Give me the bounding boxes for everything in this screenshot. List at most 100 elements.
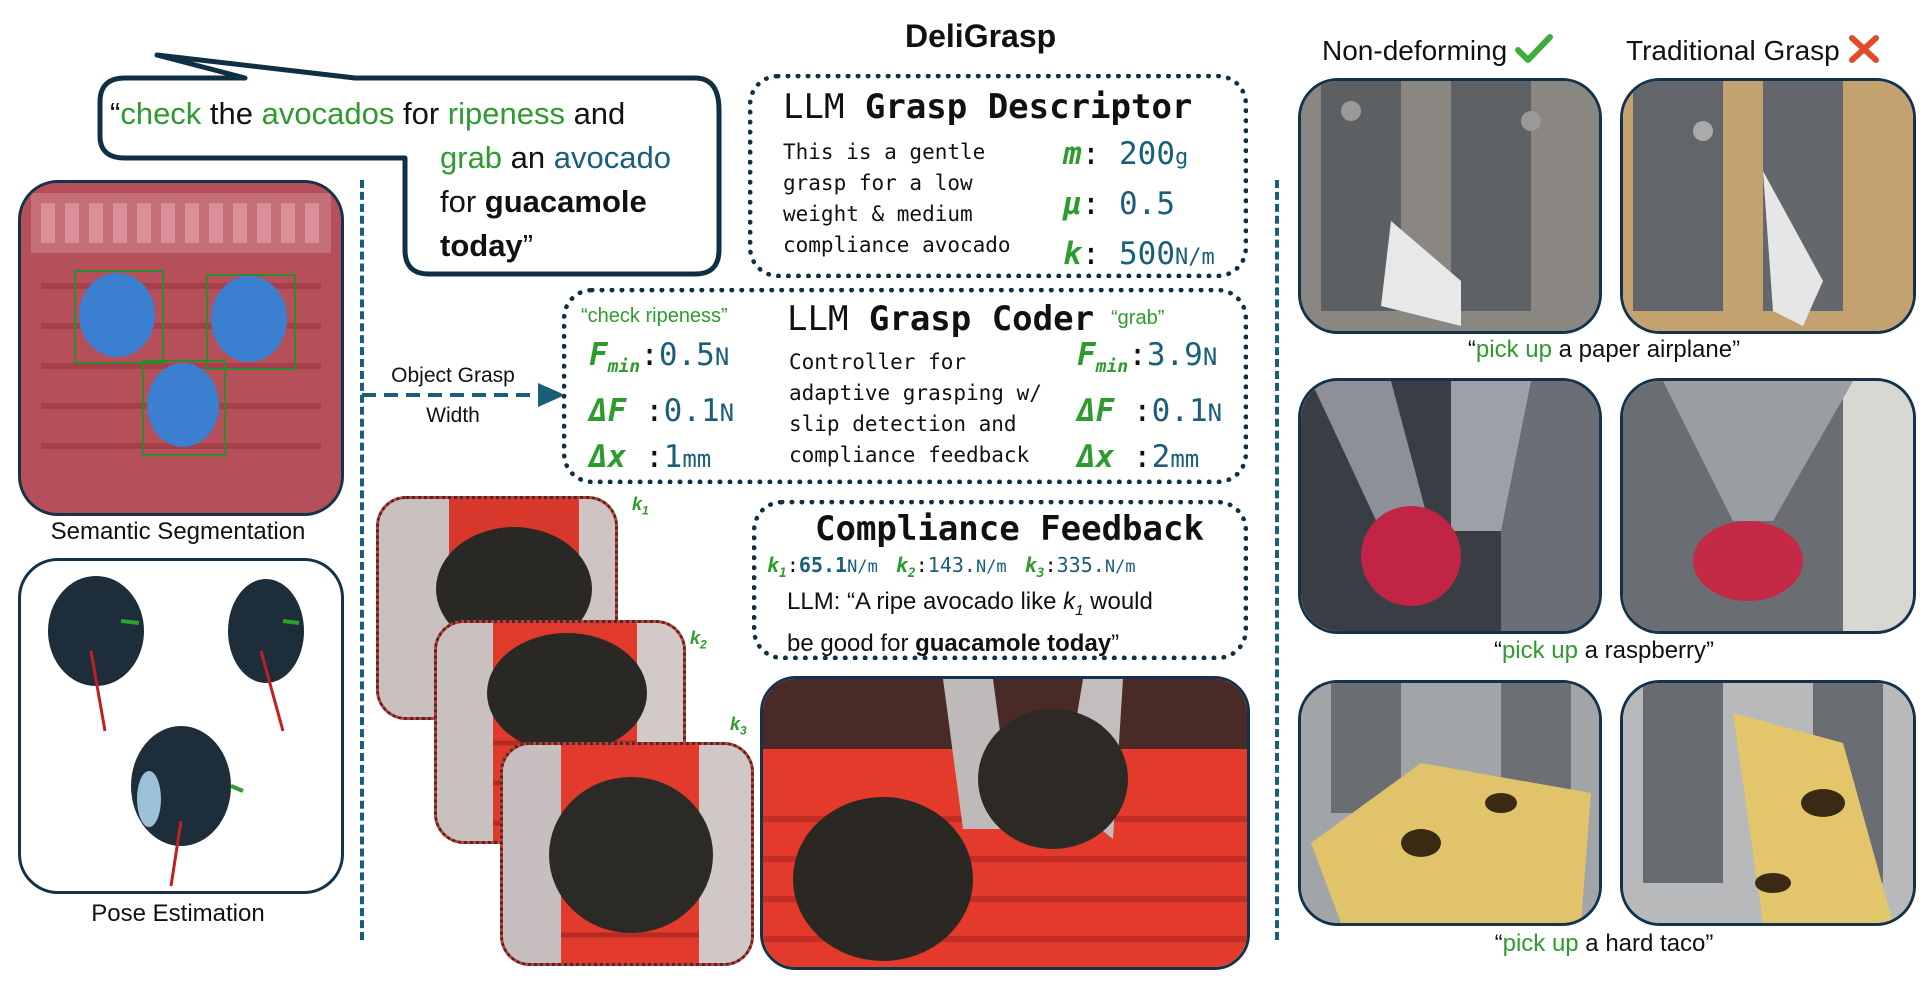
raspberry-non-deforming-image [1298, 378, 1602, 634]
param-unit: N [714, 343, 730, 371]
param-subscript: min [607, 356, 641, 378]
prompt-word: an [502, 140, 554, 175]
descriptor-params: m: 200g μ: 0.5 k: 500N/m [1063, 131, 1215, 281]
coder-line: Controller for [789, 350, 967, 374]
prompt-word-avocado: avocado [553, 140, 671, 175]
param-symbol: k [1063, 236, 1082, 272]
prompt-word-check: check [120, 96, 202, 131]
prompt-word: the [201, 96, 262, 131]
param-dx-right: Δx :2mm [1077, 439, 1200, 476]
k2-value: k2:143.N/m [895, 553, 1007, 581]
llm-text: LLM: “A ripe avocado like [787, 588, 1064, 615]
pose-estimation-image [18, 558, 344, 894]
stack-image-k3 [500, 742, 754, 966]
caption-quote: ” [1706, 637, 1715, 664]
hard-taco-non-deforming-image [1298, 680, 1602, 926]
hard-taco-traditional-image [1620, 680, 1916, 926]
k-unit: N/m [1104, 557, 1136, 577]
coder-title-main: Grasp Coder [868, 299, 1095, 339]
prompt-quote-close: ” [522, 228, 534, 263]
checkmark-icon [1514, 34, 1553, 64]
caption-object: a paper airplane [1551, 336, 1733, 363]
coder-title: LLM Grasp Coder [787, 299, 1094, 339]
descriptor-line: weight & medium [783, 202, 973, 226]
param-stiffness: k: 500N/m [1063, 236, 1215, 272]
k-subscript: 3 [1036, 566, 1045, 581]
k-symbol: k [895, 553, 908, 577]
param-friction: μ: 0.5 [1063, 186, 1175, 222]
raspberry-traditional-image [1620, 378, 1916, 634]
param-value: 500 [1119, 236, 1175, 272]
header-traditional-grasp-label: Traditional Grasp [1626, 35, 1840, 66]
coder-right-params: Fmin:3.9N ΔF :0.1N Δx :2mm [1077, 333, 1222, 481]
descriptor-line: This is a gentle [783, 140, 986, 164]
caption-object: a hard taco [1578, 930, 1706, 957]
k-subscript: 3 [740, 723, 747, 738]
param-dx-left: Δx :1mm [589, 439, 712, 476]
caption-verb: pick up [1475, 336, 1552, 363]
k3-value: k3:335.N/m [1024, 553, 1136, 581]
param-unit: N/m [1175, 245, 1215, 270]
descriptor-title-prefix: LLM [783, 87, 865, 127]
param-value: 0.1 [663, 393, 720, 430]
param-symbol: ΔF [589, 393, 627, 430]
header-traditional-grasp: Traditional Grasp [1626, 34, 1880, 67]
header-non-deforming-label: Non-deforming [1322, 35, 1508, 66]
pose-caption: Pose Estimation [91, 900, 265, 927]
descriptor-title: LLM Grasp Descriptor [783, 87, 1192, 127]
coder-line: slip detection and [789, 412, 1017, 436]
grasp-width-label-line1: Object Grasp [391, 364, 515, 387]
descriptor-line: compliance avocado [783, 233, 1011, 257]
k-symbol: k [767, 553, 780, 577]
segmentation-image [18, 180, 344, 516]
k-symbol: k [632, 494, 643, 514]
prompt-word-ripeness: ripeness [447, 96, 565, 131]
k-value: 65.1 [798, 553, 848, 577]
separator-right [1275, 180, 1279, 940]
k-symbol: k [1024, 553, 1037, 577]
grasp-coder-box: “check ripeness” LLM Grasp Coder “grab” … [562, 288, 1248, 484]
llm-text: ” [1111, 629, 1120, 657]
k-value: 335. [1056, 553, 1105, 577]
param-symbol: ΔF [1077, 393, 1115, 430]
k-subscript: 1 [779, 566, 787, 581]
param-fmin-left: Fmin:0.5N [589, 337, 730, 378]
descriptor-line: grasp for a low [783, 171, 973, 195]
paper-airplane-traditional-image [1620, 78, 1916, 334]
caption-hard-taco: “pick up a hard taco” [1298, 930, 1910, 958]
caption-verb: pick up [1502, 930, 1579, 957]
k-unit: N/m [847, 557, 878, 577]
param-unit: g [1175, 145, 1189, 170]
pose-illustration [48, 576, 304, 887]
stack-label-k2: k2 [690, 628, 707, 652]
llm-k-subscript: 1 [1075, 601, 1084, 619]
param-df-right: ΔF :0.1N [1077, 393, 1223, 430]
caption-quote: “ [1467, 336, 1476, 363]
prompt-word-avocados: avocados [261, 96, 395, 131]
grasp-width-label: Object Grasp Width [378, 358, 528, 434]
speech-bubble-outline [97, 52, 722, 277]
param-symbol: μ [1063, 186, 1082, 222]
llm-text: be good for [787, 629, 916, 657]
header-non-deforming: Non-deforming [1322, 34, 1553, 67]
param-symbol: F [589, 337, 608, 373]
coder-tag-grab: “grab” [1111, 307, 1165, 329]
caption-object: a raspberry [1577, 637, 1707, 664]
param-symbol: F [1077, 337, 1096, 373]
paper-airplane-non-deforming-image [1298, 78, 1602, 334]
segmentation-caption: Semantic Segmentation [50, 518, 306, 545]
param-symbol: m [1063, 136, 1082, 172]
k-unit: N/m [975, 557, 1007, 577]
caption-quote: “ [1494, 930, 1503, 957]
prompt-word-today: today [440, 228, 523, 263]
prompt-text: “check the avocados for ripeness and gra… [110, 92, 710, 268]
coder-text: Controller for adaptive grasping w/ slip… [789, 347, 1042, 471]
coder-title-prefix: LLM [787, 299, 869, 339]
param-unit: N [719, 399, 735, 428]
caption-verb: pick up [1501, 637, 1578, 664]
param-unit: mm [682, 445, 712, 474]
coder-tag-check-ripeness: “check ripeness” [581, 305, 728, 327]
segmentation-illustration [21, 183, 341, 513]
param-value: 200 [1119, 136, 1175, 172]
prompt-word: for [394, 96, 448, 131]
